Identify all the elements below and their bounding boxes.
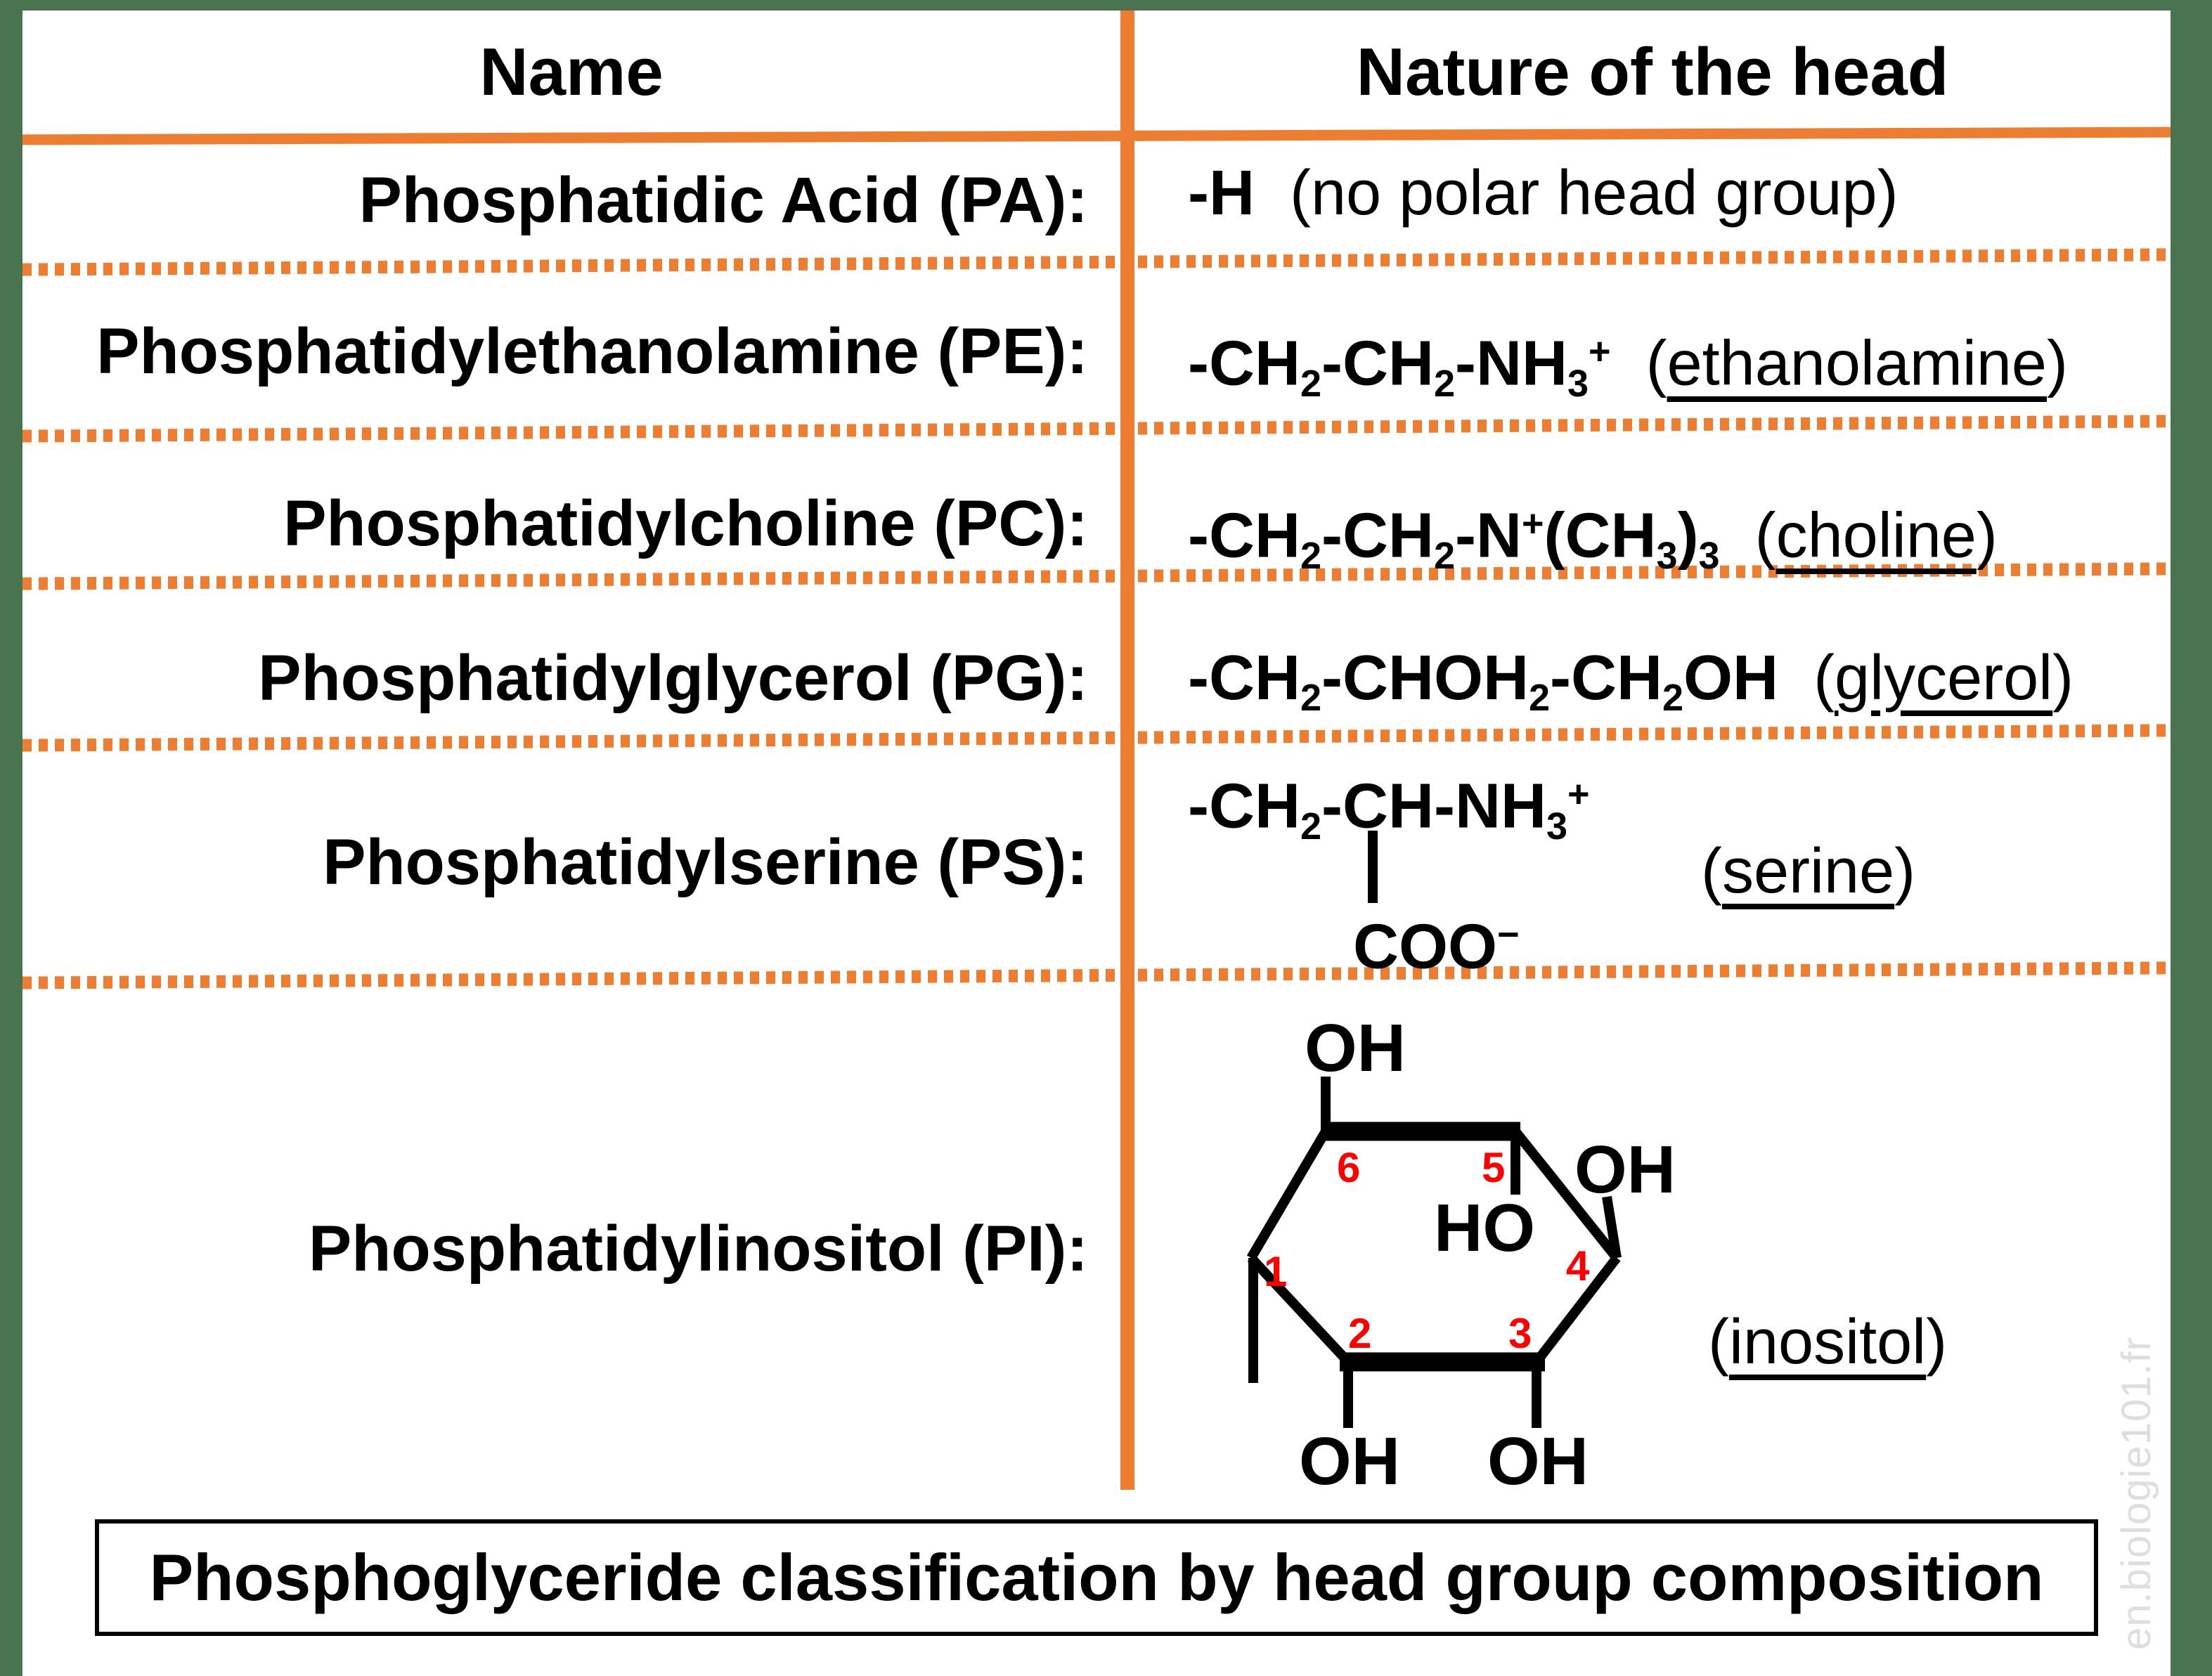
oh-label-bottom-left: OH xyxy=(1299,1424,1400,1499)
oh-label-right: OH xyxy=(1574,1132,1676,1207)
pi-note-inositol: (inositol) xyxy=(1708,1307,1948,1377)
ring-edge-6-1 xyxy=(1246,1129,1331,1261)
column-header-nature: Nature of the head xyxy=(1356,34,1949,110)
ring-edge-4-3 xyxy=(1532,1254,1621,1365)
ho-label: HO xyxy=(1434,1190,1535,1266)
row-separator-dotted-4 xyxy=(22,724,2171,752)
ring-edge-5-4 xyxy=(1511,1128,1621,1261)
oh-label-top: OH xyxy=(1305,1011,1406,1086)
frame-border-right xyxy=(2171,0,2212,1676)
ring-number-4: 4 xyxy=(1566,1242,1590,1290)
row-name-pe: Phosphatidylethanolamine (PE): xyxy=(96,316,1088,387)
row-name-pa: Phosphatidic Acid (PA): xyxy=(358,164,1088,236)
row-name-pc: Phosphatidylcholine (PC): xyxy=(283,488,1088,559)
column-header-name: Name xyxy=(479,34,664,110)
frame-border-top xyxy=(0,0,2212,11)
row-separator-dotted-1 xyxy=(22,248,2171,276)
bond-oh-right-4 xyxy=(1602,1195,1622,1259)
ring-number-5: 5 xyxy=(1482,1144,1505,1191)
ps-formula-line1: -CH2-CH-NH3+ xyxy=(1188,771,1590,847)
caption-title: Phosphoglyceride classification by head … xyxy=(149,1540,2044,1614)
row-name-pi: Phosphatidylinositol (PI): xyxy=(308,1213,1088,1285)
row-formula-pg: -CH2-CHOH2-CH2OH (glycerol) xyxy=(1188,643,2074,720)
ring-number-1: 1 xyxy=(1264,1248,1287,1295)
row-separator-dotted-5 xyxy=(22,961,2171,989)
ring-number-6: 6 xyxy=(1337,1144,1360,1191)
row-formula-pa: -H (no polar head group) xyxy=(1188,158,1899,228)
ring-number-3: 3 xyxy=(1508,1310,1532,1357)
row-formula-pc: -CH2-CH2-N+(CH3)3 (choline) xyxy=(1188,500,1998,577)
ps-bond-line xyxy=(1368,831,1378,903)
ring-number-2: 2 xyxy=(1348,1310,1371,1357)
row-formula-pe: -CH2-CH2-NH3+ (ethanolamine) xyxy=(1188,328,2068,405)
row-separator-dotted-2 xyxy=(22,415,2171,443)
row-name-ps: Phosphatidylserine (PS): xyxy=(323,826,1088,898)
ps-coo-group: COO− xyxy=(1353,911,1520,982)
watermark-text: en.biologie101.fr xyxy=(2114,1337,2159,1650)
inositol-structure: OH OH HO OH OH 1 2 3 4 5 6 xyxy=(1246,1011,1676,1499)
frame-border-left xyxy=(0,0,22,1676)
ring-edge-1-2 xyxy=(1247,1254,1352,1365)
oh-label-bottom-right: OH xyxy=(1487,1424,1589,1499)
caption-box: Phosphoglyceride classification by head … xyxy=(95,1519,2098,1636)
column-divider-line xyxy=(1120,11,1134,1490)
header-underline xyxy=(22,126,2171,145)
ps-note-serine: (serine) xyxy=(1701,836,1916,907)
row-name-pg: Phosphatidylglycerol (PG): xyxy=(258,642,1088,714)
